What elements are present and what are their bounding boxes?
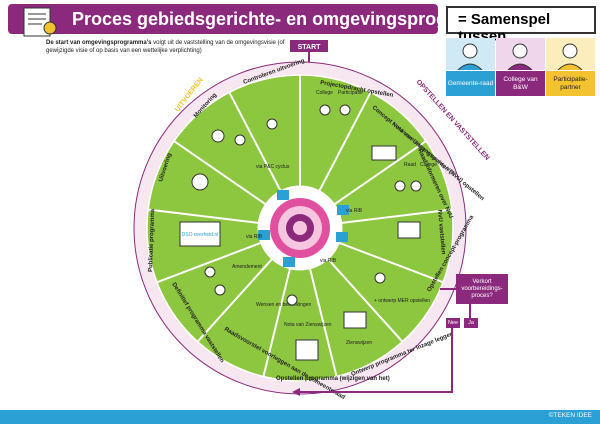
copyright: ©TEKEN IDEE: [548, 412, 592, 419]
dso-label: DSO overheid.nl: [182, 232, 219, 238]
intro-text: De start van omgevingsprogramma’s volgt …: [46, 40, 306, 55]
annotation: Wensen en bedenkingen: [256, 302, 311, 308]
annotation: Amendement: [232, 264, 262, 270]
title-bar: Proces gebiedsgerichte- en omgevingsprog…: [0, 0, 600, 45]
role-label: Gemeente-raad: [446, 71, 495, 96]
person-icon: [446, 38, 495, 70]
person-icon: [234, 134, 246, 146]
document-icon: [371, 145, 397, 161]
role-college: College van B&W: [496, 38, 545, 96]
roles-legend: Gemeente-raad College van B&W Participat…: [446, 38, 596, 96]
person-icon: [546, 38, 595, 70]
person-icon: [204, 266, 216, 278]
footer-bar: ©TEKEN IDEE: [0, 410, 600, 424]
start-label: START: [298, 44, 322, 51]
person-icon: [410, 180, 422, 192]
person-icon: [496, 38, 545, 70]
marker-block: [283, 257, 295, 267]
person-icon: [374, 272, 386, 284]
start-tag: [290, 40, 328, 52]
dso-screen-icon: [179, 221, 221, 247]
marker-block: [337, 205, 349, 215]
verkort-decision-box: Verkort voorbereidings-proces?: [456, 274, 508, 304]
annotation: College: [420, 162, 437, 168]
document-icon: [295, 339, 319, 361]
center-dot: [293, 221, 307, 235]
annotation: Participatie: [338, 90, 363, 96]
annotation: via RIB: [246, 234, 263, 240]
title-banner: Proces gebiedsgerichte- en omgevingsprog…: [8, 4, 520, 37]
chart-icon: [211, 129, 225, 143]
segment-label: Publicatie programma: [148, 208, 156, 272]
document-icon: [397, 221, 421, 239]
annotation: via RIB: [320, 258, 337, 264]
intro-rest: volgt uit de vaststelling van de omgevin…: [46, 40, 285, 54]
person-icon: [286, 294, 298, 306]
document-icon: [343, 311, 367, 329]
person-icon: [266, 118, 278, 130]
person-icon: [394, 180, 406, 192]
ja-label: Ja: [464, 318, 478, 328]
marker-block: [277, 190, 289, 200]
nee-label: Nee: [446, 318, 460, 328]
arrow-head-icon: [292, 388, 300, 396]
segment-illustrations: [191, 104, 422, 361]
page-title: Proces gebiedsgerichte- en omgevingsprog…: [72, 9, 521, 29]
annotation: Raad: [404, 162, 416, 168]
person-icon: [339, 104, 351, 116]
marker-block: [258, 230, 270, 240]
samenspel-box: = Samenspel tussen: [446, 6, 596, 45]
marker-block: [336, 232, 348, 242]
role-label: College van B&W: [496, 71, 545, 96]
role-participatiepartner: Participatie-partner: [546, 38, 595, 96]
intro-lead: De start van omgevingsprogramma’s: [46, 40, 152, 46]
annotation: via P&C cyclus: [256, 164, 290, 170]
segment-label: NvU vaststellen: [436, 210, 446, 255]
person-icon: [214, 284, 226, 296]
person-icon: [319, 104, 331, 116]
annotation: Zienswijzen: [346, 340, 372, 346]
segment-label: Opstellen programma (wijzigen van het): [276, 376, 390, 382]
gear-icon: [191, 173, 209, 191]
nee-arrow: [300, 328, 453, 393]
annotation: + ontwerp MER opstellen: [374, 298, 430, 304]
annotation: College: [316, 90, 333, 96]
role-gemeenteraad: Gemeente-raad: [446, 38, 495, 96]
annotation: Nota van Zienswijzen: [284, 322, 332, 328]
role-label: Participatie-partner: [546, 71, 595, 96]
annotation: via RIB: [346, 208, 363, 214]
document-icon: [23, 7, 57, 37]
